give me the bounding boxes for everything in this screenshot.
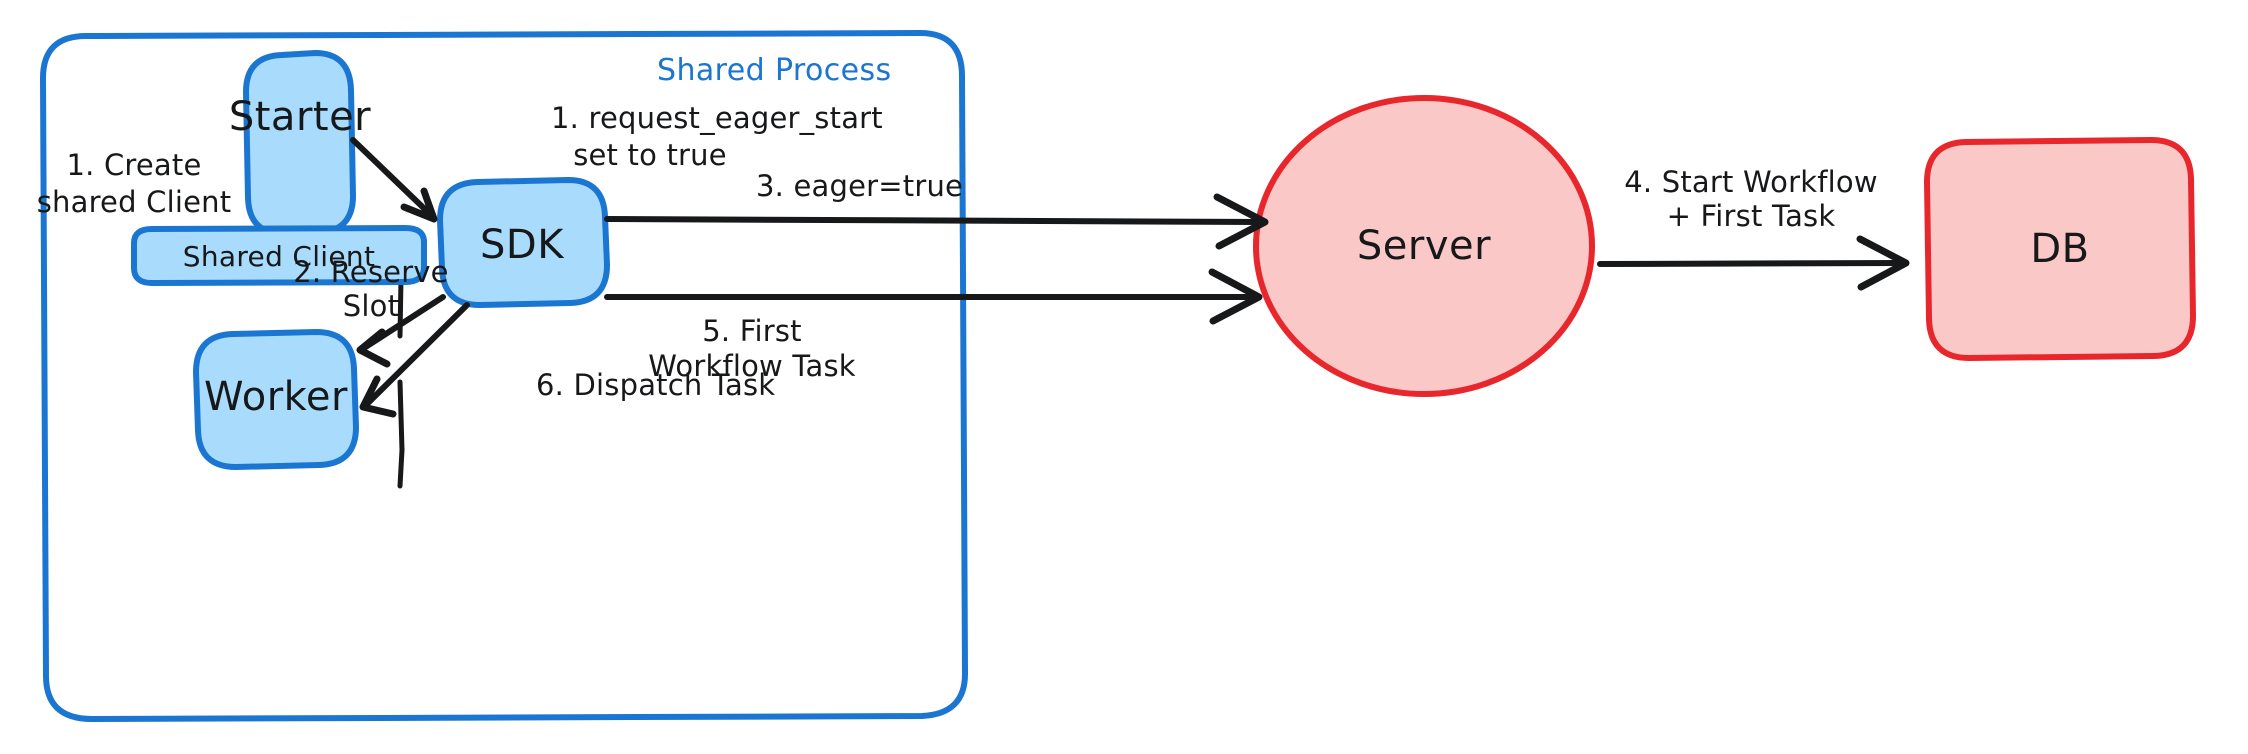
edge-start-workflow-first-task-line <box>1597 260 1906 267</box>
node-server[interactable]: Server <box>1253 95 1595 397</box>
edge-create-shared-client-label-line2: shared Client <box>37 185 232 219</box>
node-db[interactable]: DB <box>1924 137 2196 361</box>
starter-box <box>243 50 356 237</box>
edge-request-eager-start-label-line2: set to true <box>573 138 727 172</box>
sdk-label: SDK <box>480 222 565 268</box>
edge-first-workflow-task-arrowhead <box>1208 268 1263 325</box>
shared-client-box <box>131 225 427 286</box>
edge-first-workflow-task-label-line1: 5. First <box>702 314 802 348</box>
starter-label: Starter <box>229 94 371 140</box>
worker-label: Worker <box>204 374 348 420</box>
shared-process-label: Shared Process <box>657 53 892 88</box>
edge-request-eager-start-label-line1: 1. request_eager_start <box>551 101 883 135</box>
edge-first-workflow-task: 5. First Workflow Task <box>604 268 1263 383</box>
node-shared-client[interactable]: Shared Client <box>131 225 427 286</box>
worker-box <box>193 329 359 470</box>
edge-reserve-slot: 2. Reserve Slot <box>293 255 449 368</box>
edge-dispatch-task-label-line1: 6. Dispatch Task <box>536 368 775 402</box>
node-sdk[interactable]: SDK <box>437 177 610 308</box>
edge-start-workflow-first-task-label-line2: + First Task <box>1667 199 1836 233</box>
db-label: DB <box>2030 226 2089 272</box>
shared-client-label: Shared Client <box>183 240 375 273</box>
edge-reserve-slot-label-line1: 2. Reserve <box>293 255 448 289</box>
edge-dispatch-task-line <box>365 302 470 406</box>
node-starter[interactable]: Starter <box>229 50 371 237</box>
edge-dispatch-task: 6. Dispatch Task <box>359 302 775 418</box>
node-worker[interactable]: Worker <box>193 329 359 470</box>
edge-eager-true: 3. eager=true <box>604 169 1269 250</box>
edge-eager-true-label-line1: 3. eager=true <box>756 169 963 203</box>
edge-start-workflow-first-task: 4. Start Workflow + First Task <box>1597 165 1910 291</box>
db-box <box>1924 137 2196 361</box>
shared-client-to-worker-line <box>397 379 405 489</box>
edge-eager-true-arrowhead <box>1213 193 1269 250</box>
edge-create-shared-client: 1. Create shared Client <box>37 148 232 219</box>
edge-dispatch-task-arrowhead <box>359 375 397 418</box>
edge-reserve-slot-arrowhead <box>356 328 391 368</box>
edge-start-workflow-first-task-label-line1: 4. Start Workflow <box>1624 165 1878 199</box>
sdk-box <box>437 177 610 308</box>
edge-reserve-slot-label-line2: Slot <box>343 289 399 323</box>
edge-eager-true-line <box>604 216 1264 225</box>
edge-start-workflow-first-task-arrowhead <box>1856 235 1910 291</box>
server-label: Server <box>1357 223 1491 269</box>
edge-request-eager-start-arrowhead <box>400 187 438 223</box>
edge-request-eager-start-line <box>350 137 435 219</box>
edge-request-eager-start: 1. request_eager_start set to true <box>350 101 883 223</box>
server-ellipse <box>1253 95 1595 397</box>
edge-create-shared-client-label-line1: 1. Create <box>66 148 201 182</box>
edge-first-workflow-task-label-line2: Workflow Task <box>648 349 856 383</box>
